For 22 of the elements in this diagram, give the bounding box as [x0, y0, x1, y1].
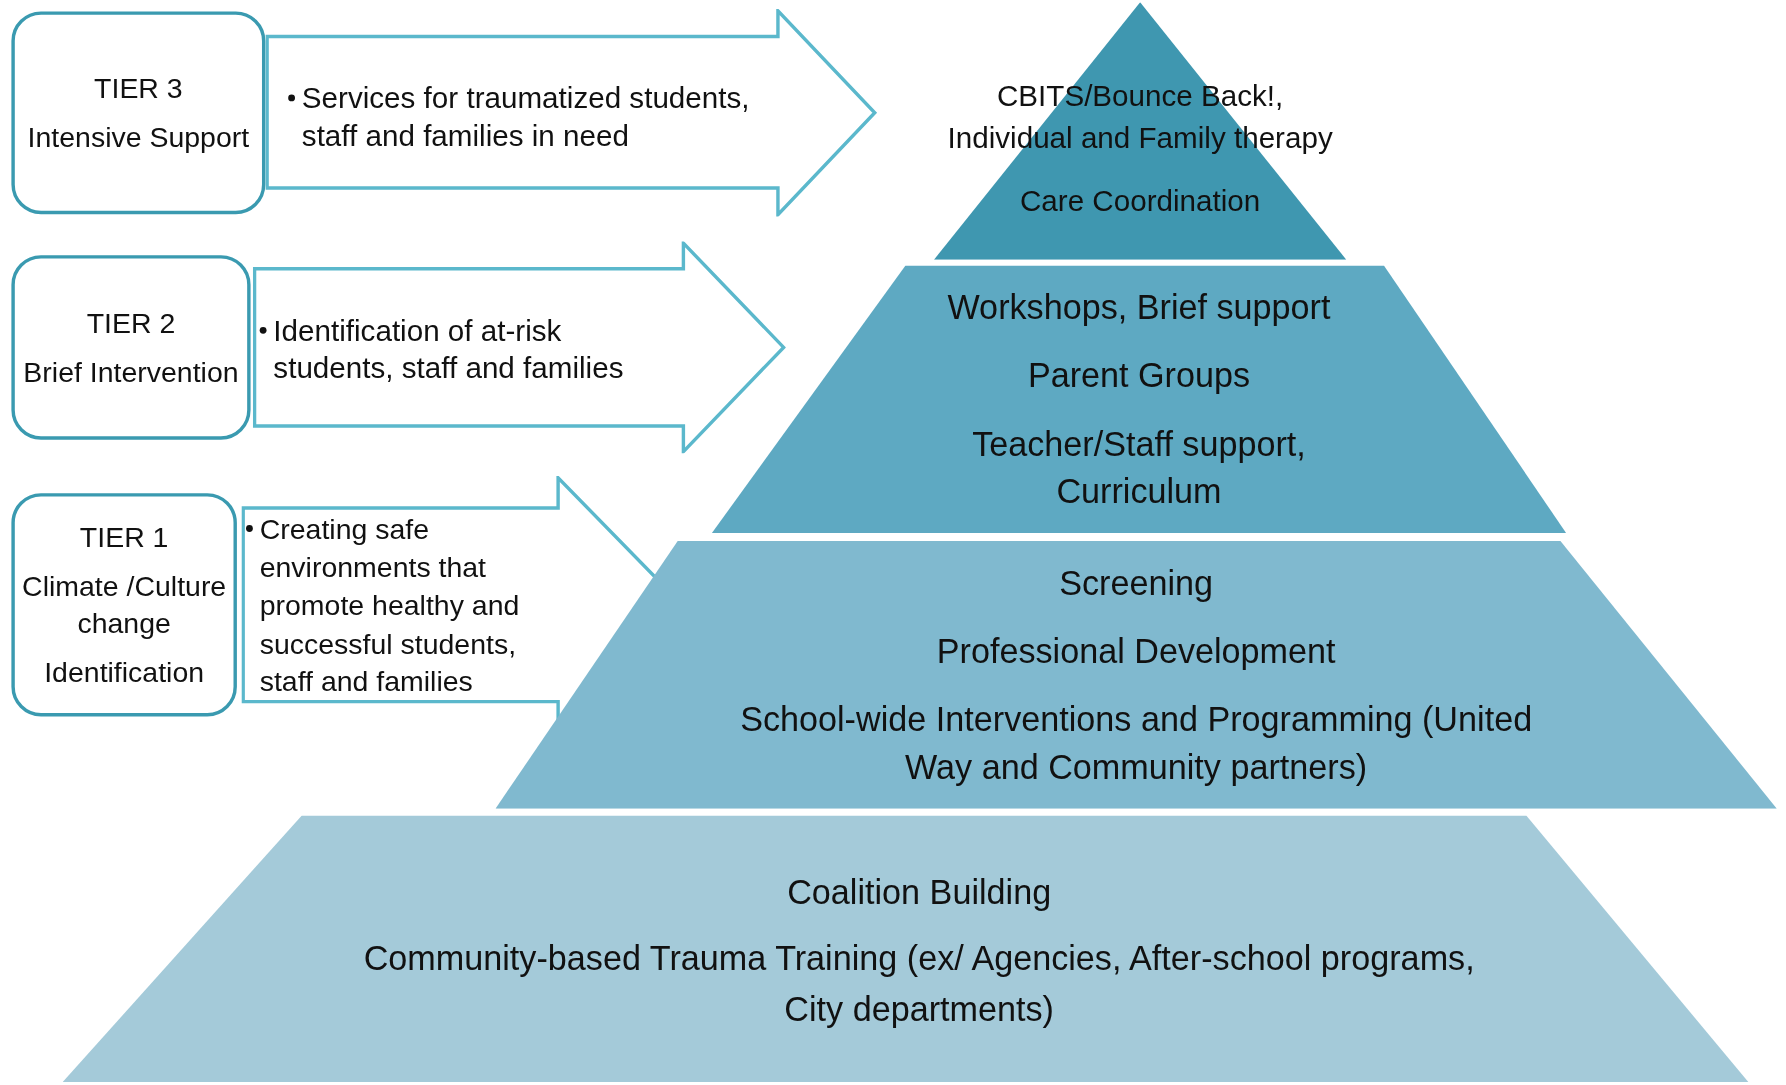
- level-text: Coalition Building: [787, 872, 1052, 914]
- tier-label: Intensive Support: [27, 119, 250, 155]
- tier-heading: TIER 1: [79, 519, 169, 555]
- level-text: Workshops, Brief support: [947, 287, 1331, 328]
- tier-label: Identification: [44, 655, 205, 690]
- tier-label: Brief Intervention: [23, 354, 239, 390]
- level-text: Parent Groups: [1027, 355, 1251, 397]
- tier-label: Climate /Culture change: [21, 568, 228, 641]
- level-text: Professional Development: [936, 631, 1336, 672]
- level-text: Community-based Trauma Training (ex/ Agencies, After-school programs, City departments): [362, 938, 1476, 1030]
- callout-text: Creating safe environments that promote healthy and successful students, staff and families: [259, 511, 521, 700]
- level-text: Teacher/Staff support, Curriculum: [971, 423, 1307, 513]
- tier-box: [11, 11, 266, 215]
- level-text: Care Coordination: [1019, 182, 1261, 220]
- tier-heading: TIER 2: [86, 305, 176, 341]
- callout-text: Services for traumatized students, staff and families in need: [301, 79, 751, 155]
- tier-box: [11, 493, 237, 717]
- level-text: Screening: [1059, 562, 1214, 604]
- callout-text: Identification of at-risk students, staff and families: [273, 312, 625, 387]
- level-text: School-wide Interventions and Programming (United Way and Community partners): [739, 699, 1534, 788]
- tier-heading: TIER 3: [94, 70, 183, 106]
- tier-box: [11, 255, 251, 440]
